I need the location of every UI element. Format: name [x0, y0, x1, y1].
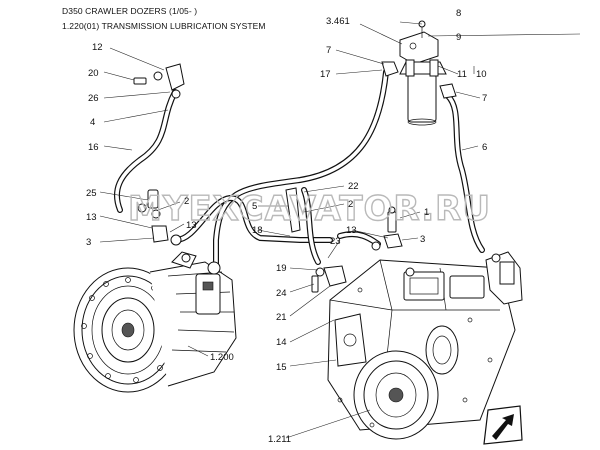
fittings	[133, 61, 457, 293]
callout-4: 4	[90, 117, 95, 128]
arrow-nav-icon[interactable]	[483, 405, 523, 445]
callout-12: 12	[92, 42, 103, 53]
diagram-header-section: 1.220(01) TRANSMISSION LUBRICATION SYSTE…	[62, 21, 266, 31]
leader-lines	[99, 21, 581, 439]
callout-15: 15	[276, 362, 287, 373]
callout-16: 16	[88, 142, 99, 153]
callout-6: 6	[482, 142, 487, 153]
callout-18: 18	[252, 225, 263, 236]
callout-19: 19	[276, 263, 287, 274]
lubrication-hoses	[113, 69, 485, 271]
callout-9: 9	[456, 32, 461, 43]
callout-25: 25	[86, 188, 97, 199]
transmission-assembly-1211	[327, 251, 523, 440]
callout-labels: 8 3.461 9 12 7 20 17 11 10 26 7 4 6 16 2…	[86, 8, 487, 445]
callout-2-left: 2	[184, 196, 189, 207]
callout-10: 10	[476, 69, 487, 80]
callout-13-right: 13	[346, 225, 357, 236]
callout-13-mid: 13	[186, 220, 197, 231]
callout-3-left: 3	[86, 237, 91, 248]
callout-7-right: 7	[482, 93, 487, 104]
callout-22: 22	[348, 181, 359, 192]
callout-13-left: 13	[86, 212, 97, 223]
callout-8: 8	[456, 8, 461, 19]
callout-1200: 1.200	[210, 352, 234, 363]
callout-14: 14	[276, 337, 287, 348]
callout-23: 23	[330, 236, 341, 247]
callout-3-right: 3	[420, 234, 425, 245]
filter-assembly	[399, 20, 447, 126]
transmission-housing-1200	[73, 251, 237, 393]
callout-1: 1	[424, 207, 429, 218]
watermark-text: MYEXCAVATOR.RU	[128, 189, 491, 229]
callout-5: 5	[252, 201, 257, 212]
callout-17: 17	[320, 69, 331, 80]
callout-3461: 3.461	[326, 16, 350, 27]
diagram-header-model: D350 CRAWLER DOZERS (1/05- )	[62, 6, 198, 16]
callout-11: 11	[457, 69, 467, 80]
callout-24: 24	[276, 288, 287, 299]
callout-21: 21	[276, 312, 287, 323]
callout-2-right: 2	[348, 199, 353, 210]
callout-7-upper: 7	[326, 45, 331, 56]
callout-1211: 1.211	[268, 434, 291, 445]
callout-26: 26	[88, 93, 99, 104]
callout-20: 20	[88, 68, 99, 79]
